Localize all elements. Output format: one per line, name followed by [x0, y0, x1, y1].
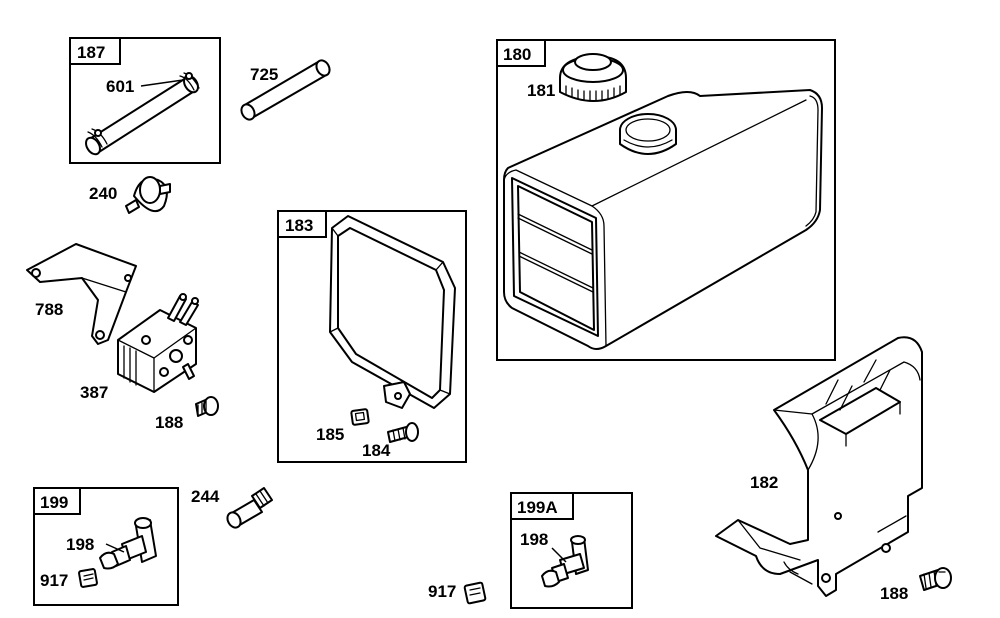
kit-number-187: 187	[77, 43, 105, 62]
shutoff-valve-199[interactable]	[99, 517, 157, 570]
part-number-917-loose: 917	[428, 582, 456, 601]
clip-917-loose[interactable]	[463, 581, 487, 605]
hose-725[interactable]	[239, 58, 332, 122]
part-number-601: 601	[106, 77, 134, 96]
fuel-pump-387[interactable]	[117, 293, 199, 393]
part-number-181: 181	[527, 81, 555, 100]
screw-184[interactable]	[387, 422, 419, 443]
part-number-788: 788	[35, 300, 63, 319]
part-number-182: 182	[750, 473, 778, 492]
part-number-240: 240	[89, 184, 117, 203]
part-number-184: 184	[362, 441, 391, 460]
kit-box-187: 187	[69, 37, 221, 164]
kit-box-199: 199	[33, 487, 179, 606]
tank-bracket-182[interactable]	[715, 336, 923, 597]
tank-strap-183[interactable]	[329, 215, 456, 409]
part-number-188-right: 188	[880, 584, 908, 603]
part-number-244: 244	[191, 487, 220, 506]
kit-box-183: 183	[277, 210, 467, 463]
screw-188-right[interactable]	[919, 567, 952, 591]
bracket-788[interactable]	[26, 243, 137, 345]
kit-box-180: 180	[496, 39, 836, 361]
part-number-387: 387	[80, 383, 108, 402]
part-number-917: 917	[40, 571, 68, 590]
fuel-filter-240[interactable]	[125, 176, 171, 214]
part-number-188: 188	[155, 413, 183, 432]
part-number-198-199a: 198	[520, 530, 548, 549]
fuel-line-601[interactable]	[83, 72, 201, 157]
fuel-cap-181[interactable]	[559, 53, 627, 102]
kit-number-199a: 199A	[517, 498, 558, 517]
kit-number-183: 183	[285, 216, 313, 235]
part-number-725: 725	[250, 65, 278, 84]
screw-188-left[interactable]	[195, 396, 219, 417]
kit-number-180: 180	[503, 45, 531, 64]
part-number-185: 185	[316, 425, 344, 444]
nut-185[interactable]	[350, 408, 370, 426]
shutoff-valve-199a[interactable]	[541, 535, 589, 588]
clip-917-box[interactable]	[78, 568, 98, 588]
part-number-198: 198	[66, 535, 94, 554]
kit-number-199: 199	[40, 493, 68, 512]
kit-box-199a: 199A	[510, 492, 633, 609]
fitting-244[interactable]	[225, 487, 273, 530]
fuel-tank-180[interactable]	[503, 89, 823, 350]
